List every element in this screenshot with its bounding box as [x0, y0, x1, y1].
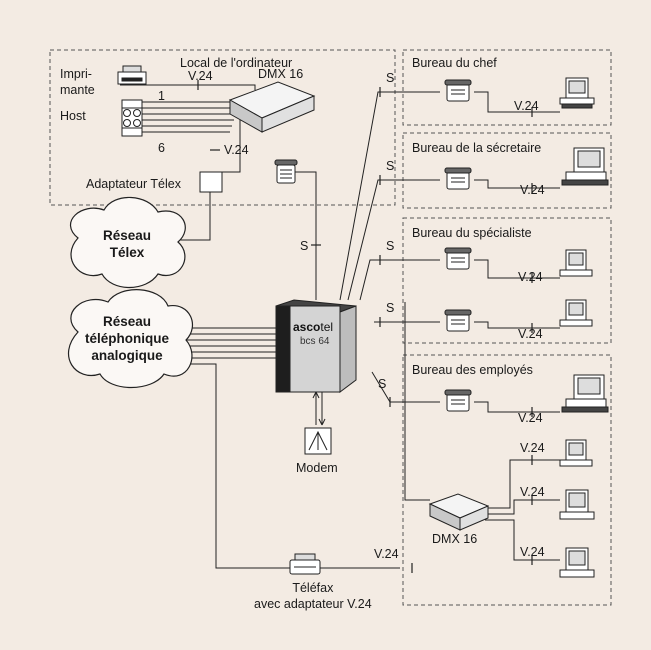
host-port-last: 6: [158, 141, 165, 155]
s-label: S: [386, 159, 395, 173]
v24-label: V.24: [514, 99, 539, 113]
v24-label: V.24: [520, 545, 545, 559]
host-port-first: 1: [158, 89, 165, 103]
phone-icon: [444, 79, 472, 102]
modem-icon: [304, 427, 332, 455]
phone-icon: [444, 389, 472, 412]
v24-label: V.24: [188, 69, 213, 83]
phone-network-label: Réseau téléphonique analogique: [85, 314, 169, 363]
computer-icon: [559, 299, 593, 327]
employees-office-label: Bureau des employés: [412, 363, 533, 377]
s-label: S: [378, 377, 387, 391]
v24-label: V.24: [518, 327, 543, 341]
v24-label: V.24: [520, 183, 545, 197]
chef-office-box: [402, 49, 612, 126]
computer-icon: [559, 439, 593, 467]
computer-icon: [559, 77, 595, 109]
computer-icon: [561, 374, 609, 413]
dmx-top-icon: [228, 81, 316, 133]
dmx-top-label: DMX 16: [258, 67, 304, 81]
modem-label: Modem: [296, 461, 338, 475]
chef-office-label: Bureau du chef: [412, 56, 497, 70]
printer-icon: [117, 65, 147, 85]
pbx-brand-light: tel: [320, 320, 334, 334]
s-label: S: [386, 239, 395, 253]
phone-icon: [444, 247, 472, 270]
dmx-bottom-label: DMX 16: [432, 532, 478, 546]
telefax-icon: [289, 553, 321, 575]
employees-office-box: [402, 354, 612, 606]
telex-network-cloud: [70, 196, 186, 288]
computer-icon: [559, 249, 593, 277]
v24-label: V.24: [518, 270, 543, 284]
phone-network-cloud: [67, 289, 194, 389]
v24-label: V.24: [520, 441, 545, 455]
pbx-icon: [275, 299, 357, 393]
printer-label: Impri- mante: [60, 67, 95, 98]
host-icon: [121, 99, 143, 137]
computer-room-label: Local de l'ordinateur: [180, 56, 293, 70]
specialist-office-label: Bureau du spécialiste: [412, 226, 532, 240]
phone-icon: [274, 159, 298, 184]
s-label: S: [386, 301, 395, 315]
secretary-office-label: Bureau de la sécretaire: [412, 141, 542, 155]
s-label: S: [300, 239, 309, 253]
v24-label: V.24: [520, 485, 545, 499]
telefax-label: Téléfax avec adaptateur V.24: [254, 581, 372, 612]
pbx-model: bcs 64: [300, 336, 330, 347]
phone-icon: [444, 309, 472, 332]
dmx-bottom-icon: [428, 493, 490, 531]
v24-label: V.24: [224, 143, 249, 157]
s-label: S: [386, 71, 395, 85]
computer-icon: [561, 147, 609, 186]
telex-adapter-icon: [199, 171, 223, 193]
telex-adapter-label: Adaptateur Télex: [86, 177, 181, 191]
phone-icon: [444, 167, 472, 190]
secretary-office-box: [402, 132, 612, 209]
specialist-office-box: [402, 217, 612, 344]
host-label: Host: [60, 109, 86, 123]
v24-label: V.24: [518, 411, 543, 425]
computer-icon: [559, 489, 595, 520]
computer-icon: [559, 547, 595, 578]
pbx-brand: ascotel: [293, 320, 333, 334]
v24-label: V.24: [374, 547, 399, 561]
computer-room-box: [49, 49, 396, 206]
pbx-brand-bold: asco: [293, 320, 321, 334]
telex-network-label: Réseau Télex: [102, 228, 152, 260]
